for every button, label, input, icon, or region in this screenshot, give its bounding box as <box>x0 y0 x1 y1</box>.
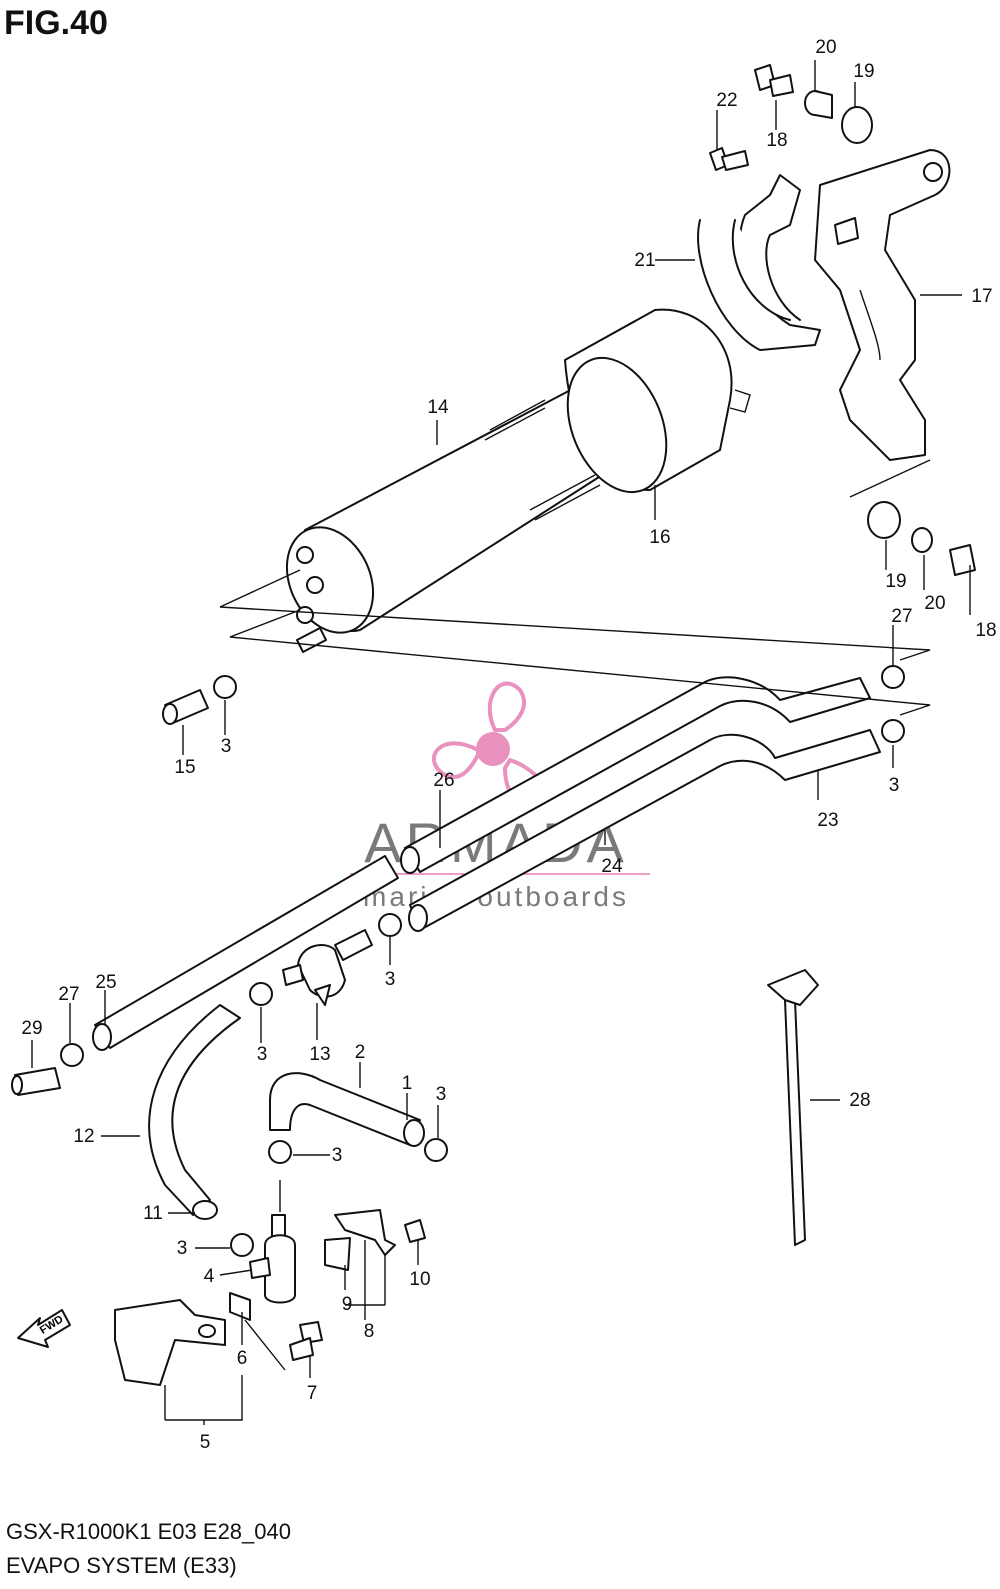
callout-28: 28 <box>849 1090 870 1111</box>
lower-hardware <box>114 1209 426 1386</box>
canister-cap <box>564 308 751 494</box>
callout-27: 27 <box>58 984 79 1005</box>
top-hardware <box>709 64 976 576</box>
callout-3: 3 <box>221 736 232 757</box>
callout-12: 12 <box>73 1126 94 1147</box>
callout-19: 19 <box>885 571 906 592</box>
callout-20: 20 <box>924 593 945 614</box>
elbow-hose <box>269 1072 425 1147</box>
callout-14: 14 <box>427 397 449 418</box>
callout-9: 9 <box>342 1294 353 1315</box>
callout-1: 1 <box>402 1073 413 1094</box>
valve-13 <box>282 929 373 1006</box>
callout-3: 3 <box>436 1084 447 1105</box>
callout-17: 17 <box>971 286 992 307</box>
cable-tie <box>767 969 819 1246</box>
callout-3: 3 <box>257 1044 268 1065</box>
callout-3: 3 <box>385 969 396 990</box>
callout-16: 16 <box>649 527 670 548</box>
leader-lines <box>31 60 971 1425</box>
callout-11: 11 <box>143 1203 163 1224</box>
footer-code: GSX-R1000K1 E03 E28_040 <box>6 1519 291 1544</box>
callout-5: 5 <box>200 1432 211 1453</box>
callout-6: 6 <box>237 1348 248 1369</box>
callout-26: 26 <box>433 770 454 791</box>
callout-3: 3 <box>177 1238 188 1259</box>
callout-20: 20 <box>815 37 836 58</box>
callout-23: 23 <box>817 810 838 831</box>
callout-25: 25 <box>95 972 116 993</box>
bracket-21 <box>697 174 821 351</box>
callout-4: 4 <box>204 1266 215 1287</box>
hose-12 <box>148 1004 241 1220</box>
callout-29: 29 <box>21 1018 42 1039</box>
callout-27: 27 <box>891 606 912 627</box>
figure-title: FIG.40 <box>4 4 108 42</box>
small-hoses <box>11 689 209 1096</box>
phantom-lines <box>219 459 931 716</box>
callout-21: 21 <box>634 250 655 271</box>
callout-19: 19 <box>853 61 874 82</box>
callout-7: 7 <box>307 1383 318 1404</box>
callout-2: 2 <box>355 1042 366 1063</box>
callout-15: 15 <box>174 757 195 778</box>
callout-22: 22 <box>716 90 737 111</box>
callout-18: 18 <box>975 620 996 641</box>
callout-18: 18 <box>766 130 787 151</box>
forward-arrow: FWD <box>17 1309 71 1348</box>
hose-clamps <box>60 665 905 1257</box>
callout-8: 8 <box>364 1321 375 1342</box>
callout-labels: 1 2 3 3 3 3 3 3 3 4 5 6 7 8 9 10 11 12 1… <box>21 37 996 1453</box>
callout-3: 3 <box>332 1145 343 1166</box>
callout-13: 13 <box>309 1044 330 1065</box>
footer-title: EVAPO SYSTEM (E33) <box>6 1553 237 1578</box>
callout-3: 3 <box>889 775 900 796</box>
callout-10: 10 <box>409 1269 430 1290</box>
bracket-17 <box>814 149 951 461</box>
canister <box>285 383 626 653</box>
hoses <box>92 676 881 1051</box>
callout-24: 24 <box>601 856 623 877</box>
